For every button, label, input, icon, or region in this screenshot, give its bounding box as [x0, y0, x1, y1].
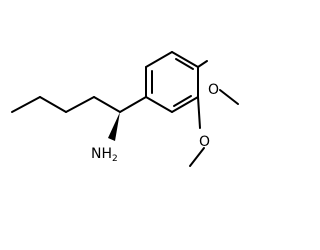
bond-o-top-methyl — [219, 89, 239, 105]
bond-ring-o-top — [197, 60, 208, 68]
ring-double-bond-3 — [173, 95, 192, 107]
bond-c1-c2 — [11, 96, 41, 113]
molecule-canvas: O O NH2 — [11, 51, 239, 167]
ring-double-bond-2 — [175, 58, 194, 70]
atom-label-amine: NH2 — [91, 146, 118, 164]
stereo-wedge-bond — [108, 112, 120, 141]
ring-bond-3 — [171, 51, 199, 68]
amine-nh: NH — [91, 146, 112, 162]
bond-ring-o-bottom — [197, 96, 201, 129]
ring-bond-2 — [145, 51, 173, 68]
molecule-structure: O O NH2 — [11, 51, 239, 167]
bond-chiral-ring — [119, 96, 147, 113]
ring-bond-5 — [171, 96, 199, 113]
bond-o-bottom-methyl — [189, 147, 205, 167]
amine-subscript-2: 2 — [112, 154, 118, 164]
ring-bond-6 — [145, 96, 173, 113]
bond-c3-c4 — [65, 96, 95, 113]
bond-c4-chiral — [93, 96, 121, 113]
bond-c2-c3 — [39, 96, 67, 113]
atom-label-o-bottom: O — [199, 134, 210, 150]
atom-label-o-top: O — [208, 82, 219, 98]
